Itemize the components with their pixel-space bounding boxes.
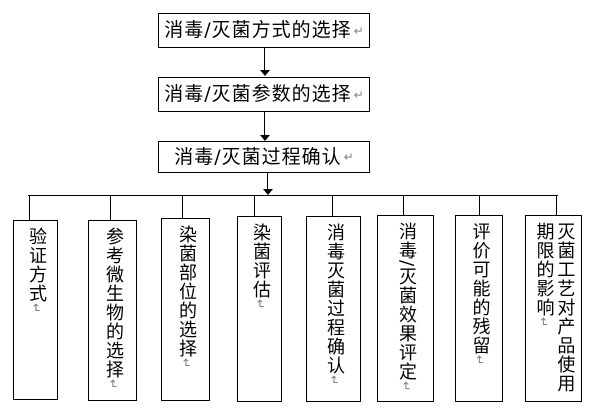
node-disinfection-parameter-selection: 消毒/灭菌参数的选择↵: [158, 77, 370, 112]
leaf-label: 染菌评估↵: [249, 217, 271, 310]
branch-line-5: [332, 196, 333, 216]
leaf-contamination-assessment: 染菌评估↵: [237, 216, 282, 402]
leaf-label-text: 验证方式: [25, 227, 47, 303]
leaf-possible-residue-evaluation: 评价可能的残留↵: [455, 215, 503, 402]
paragraph-mark-icon: ↵: [353, 23, 364, 38]
leaf-label-text: 消毒灭菌过程确认: [323, 223, 345, 375]
node-disinfection-method-selection: 消毒/灭菌方式的选择↵: [158, 13, 370, 48]
connector-line-3: [267, 173, 268, 189]
paragraph-mark-icon: ↵: [353, 87, 364, 102]
paragraph-mark-icon: ↵: [536, 317, 551, 328]
node-label: 消毒/灭菌方式的选择: [164, 19, 352, 41]
leaf-label: 染菌部位的选择↵: [175, 219, 197, 369]
paragraph-mark-icon: ↵: [472, 355, 487, 366]
connector-line-2: [264, 112, 265, 135]
leaf-label: 评价可能的残留↵: [469, 216, 491, 366]
branch-line-4: [254, 196, 255, 216]
leaf-disinfection-effect-evaluation: 消毒/灭菌效果评定↵: [377, 215, 434, 402]
leaf-validation-method: 验证方式↵: [13, 220, 58, 400]
paragraph-mark-icon: ↵: [252, 299, 267, 310]
paragraph-mark-icon: ↵: [178, 358, 193, 369]
arrowhead-down-icon: [260, 135, 270, 141]
arrowhead-down-icon: [260, 70, 270, 76]
paragraph-mark-icon: ↵: [326, 375, 341, 386]
connector-line-1: [264, 48, 265, 70]
leaf-label-text: 染菌评估: [249, 223, 271, 299]
paragraph-mark-icon: ↵: [105, 379, 120, 390]
leaf-label: 灭菌工艺对产品使用 期限的影响↵: [532, 216, 576, 393]
paragraph-mark-icon: ↵: [343, 150, 354, 164]
leaf-label-column-2: 期限的影响↵: [533, 222, 555, 393]
leaf-label: 参考微生物的选择↵: [102, 221, 124, 390]
branch-line-7: [479, 196, 480, 215]
node-label: 消毒/灭菌过程确认: [174, 145, 342, 168]
leaf-label-text: 期限的影响: [533, 222, 555, 317]
leaf-label-text: 染菌部位的选择: [175, 225, 197, 358]
leaf-label-column-1: 灭菌工艺对产品使用: [554, 222, 576, 393]
branch-line-1: [29, 196, 30, 220]
node-disinfection-process-confirmation: 消毒/灭菌过程确认↵: [158, 141, 370, 173]
arrowhead-down-icon: [263, 189, 273, 195]
leaf-label: 验证方式↵: [25, 221, 47, 314]
leaf-label: 消毒灭菌过程确认↵: [323, 217, 345, 386]
leaf-contamination-site-selection: 染菌部位的选择↵: [161, 218, 210, 401]
leaf-label-text: 参考微生物的选择: [102, 227, 124, 379]
trunk-line: [28, 195, 558, 196]
leaf-reference-microorganism-selection: 参考微生物的选择↵: [88, 220, 137, 401]
leaf-disinfection-process-confirmation: 消毒灭菌过程确认↵: [306, 216, 361, 402]
leaf-label-text: 消毒/灭菌效果评定: [395, 222, 417, 382]
branch-line-8: [556, 196, 557, 215]
leaf-label: 消毒/灭菌效果评定↵: [395, 216, 417, 392]
branch-line-2: [110, 196, 111, 220]
leaf-label-text: 评价可能的残留: [469, 222, 491, 355]
branch-line-3: [182, 196, 183, 218]
paragraph-mark-icon: ↵: [28, 303, 43, 314]
paragraph-mark-icon: ↵: [398, 381, 413, 392]
node-label: 消毒/灭菌参数的选择: [164, 83, 352, 105]
leaf-sterilization-impact-on-shelf-life: 灭菌工艺对产品使用 期限的影响↵: [525, 215, 582, 402]
branch-line-6: [403, 196, 404, 215]
